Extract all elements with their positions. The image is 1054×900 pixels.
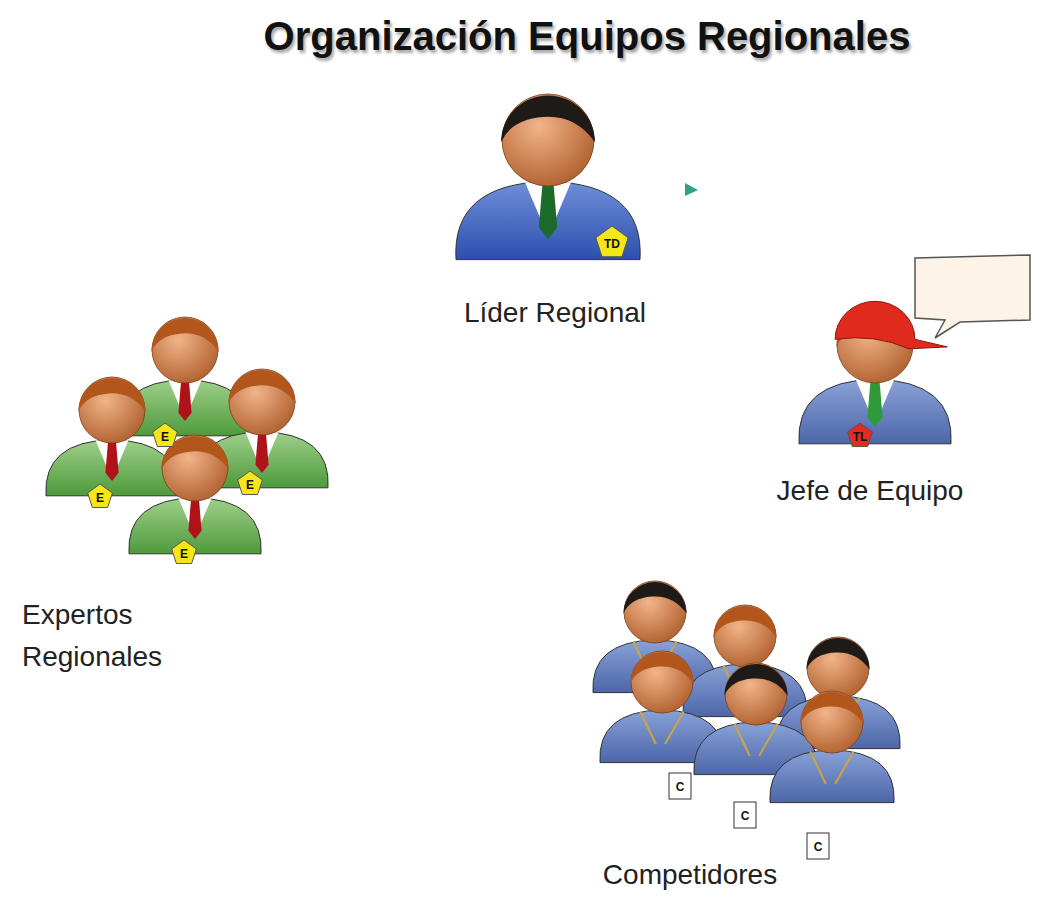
- tie: [255, 433, 268, 473]
- person-icon: [770, 691, 894, 803]
- person-icon: [46, 377, 178, 496]
- badge-shape: [238, 471, 263, 495]
- suit: [129, 498, 261, 554]
- role-label: Jefe de Equipo: [777, 470, 964, 512]
- role-label-group: Competidores: [603, 854, 777, 896]
- role-label: Competidores: [603, 854, 777, 896]
- id-card: [669, 773, 691, 799]
- hair: [800, 692, 863, 724]
- tie: [105, 441, 118, 481]
- lanyard: [810, 751, 853, 784]
- badge-shape: [596, 226, 628, 257]
- cap: [835, 301, 947, 349]
- hair: [630, 652, 693, 684]
- head: [502, 94, 594, 186]
- badge-letter: C: [741, 810, 750, 822]
- head: [624, 581, 686, 643]
- badge-shape: [88, 484, 113, 508]
- tie: [188, 499, 201, 539]
- hair: [713, 606, 776, 638]
- hair: [501, 95, 595, 142]
- badge-letter: TL: [853, 431, 868, 443]
- pointer-mark: [685, 183, 698, 196]
- person-icon: [129, 435, 261, 554]
- head: [79, 377, 145, 443]
- person-icon: [799, 301, 951, 444]
- lanyard: [640, 711, 683, 744]
- head: [152, 317, 218, 383]
- head: [631, 651, 693, 713]
- lanyard: [734, 723, 777, 756]
- id-card: [734, 802, 756, 828]
- tie: [178, 381, 191, 421]
- hair: [724, 664, 787, 696]
- role-label-group: Jefe de Equipo: [777, 470, 964, 512]
- badge-letter: C: [676, 781, 685, 793]
- badge-letter: E: [161, 431, 169, 443]
- hair: [806, 638, 869, 670]
- suit: [770, 750, 894, 803]
- badge-letter: E: [96, 492, 104, 504]
- hair: [151, 318, 218, 352]
- tie: [867, 381, 882, 427]
- badge-letter: E: [180, 548, 188, 560]
- hair: [228, 370, 295, 404]
- head: [725, 663, 787, 725]
- speech-bubble: [915, 255, 1030, 338]
- suit: [46, 440, 178, 496]
- role-label: Líder Regional: [464, 292, 646, 334]
- head: [801, 691, 863, 753]
- role-label-group: Expertos Regionales: [22, 594, 222, 678]
- person-icon: [456, 94, 640, 260]
- hair: [78, 378, 145, 412]
- suit: [456, 181, 640, 259]
- head: [807, 637, 869, 699]
- badge-letter: E: [246, 479, 254, 491]
- badge-letter: TD: [604, 238, 620, 250]
- tie: [539, 184, 557, 239]
- hair: [623, 582, 686, 614]
- suit: [799, 379, 951, 444]
- badge-shape: [848, 423, 873, 447]
- head: [714, 605, 776, 667]
- badge-shape: [153, 423, 178, 447]
- badge-letter: C: [814, 841, 823, 853]
- role-label: Expertos Regionales: [22, 594, 222, 678]
- role-label-group: Líder Regional: [464, 292, 646, 334]
- id-card: [807, 833, 829, 859]
- diagram-title: Organización Equipos Regionales: [0, 14, 1054, 59]
- head: [229, 369, 295, 435]
- badge-shape: [172, 540, 197, 564]
